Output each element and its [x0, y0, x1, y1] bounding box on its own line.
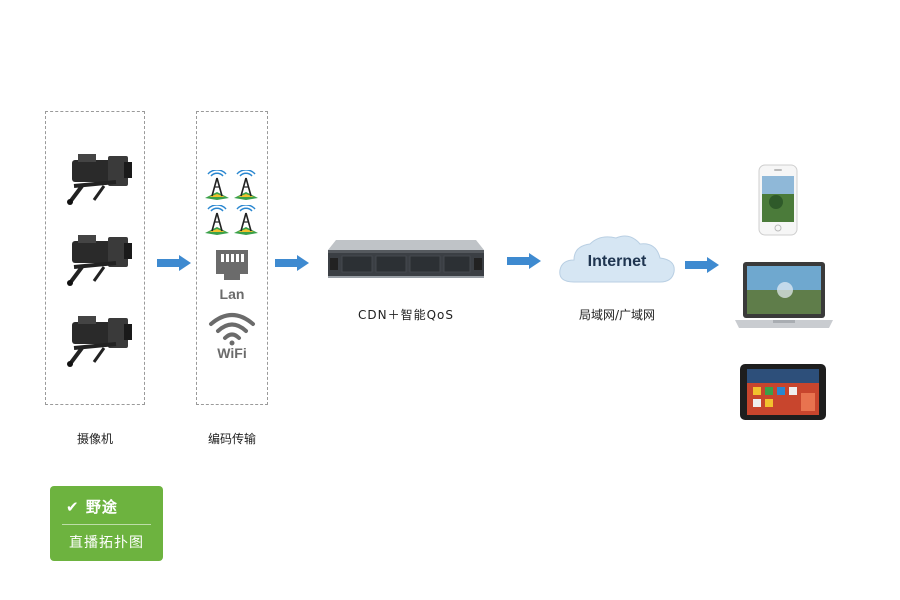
ethernet-port-icon [216, 250, 248, 280]
video-camera-icon [67, 316, 132, 367]
video-camera-icon [67, 235, 132, 286]
cell-tower-icon [234, 170, 258, 200]
encoding-group-box [196, 111, 268, 405]
brand-logo: ✔ 野途 [66, 496, 118, 517]
server-label: CDN＋智能QoS [357, 308, 454, 322]
wifi-label: WiFi [217, 345, 247, 361]
tablet-icon [740, 364, 826, 420]
flow-arrow-icon [157, 255, 191, 271]
brand-divider [62, 524, 151, 525]
cell-tower-icon [205, 170, 229, 200]
brand-subtitle: 直播拓扑图 [69, 535, 144, 551]
cell-tower-icon [234, 205, 258, 235]
video-camera-icon [67, 154, 132, 205]
cloud-icon [559, 235, 675, 283]
cell-tower-icon [205, 205, 229, 235]
smartphone-icon [758, 164, 798, 236]
encoding-label: 编码传输 [207, 432, 256, 446]
brand-mark-icon: ✔ [66, 498, 80, 516]
lan-label: Lan [219, 286, 245, 302]
cloud-internet-text: Internet [587, 253, 647, 270]
camera-group-box [45, 111, 145, 405]
network-label: 局域网/广域网 [578, 308, 656, 322]
brand-logo-text: 野途 [85, 498, 118, 516]
flow-arrow-icon [275, 255, 309, 271]
laptop-icon [735, 262, 833, 328]
camera-label: 摄像机 [76, 432, 113, 446]
flow-arrow-icon [507, 253, 541, 269]
flow-arrow-icon [685, 257, 719, 273]
wifi-icon [209, 313, 255, 346]
brand-badge: ✔ 野途 直播拓扑图 [50, 486, 163, 561]
rack-server-icon [328, 240, 484, 278]
